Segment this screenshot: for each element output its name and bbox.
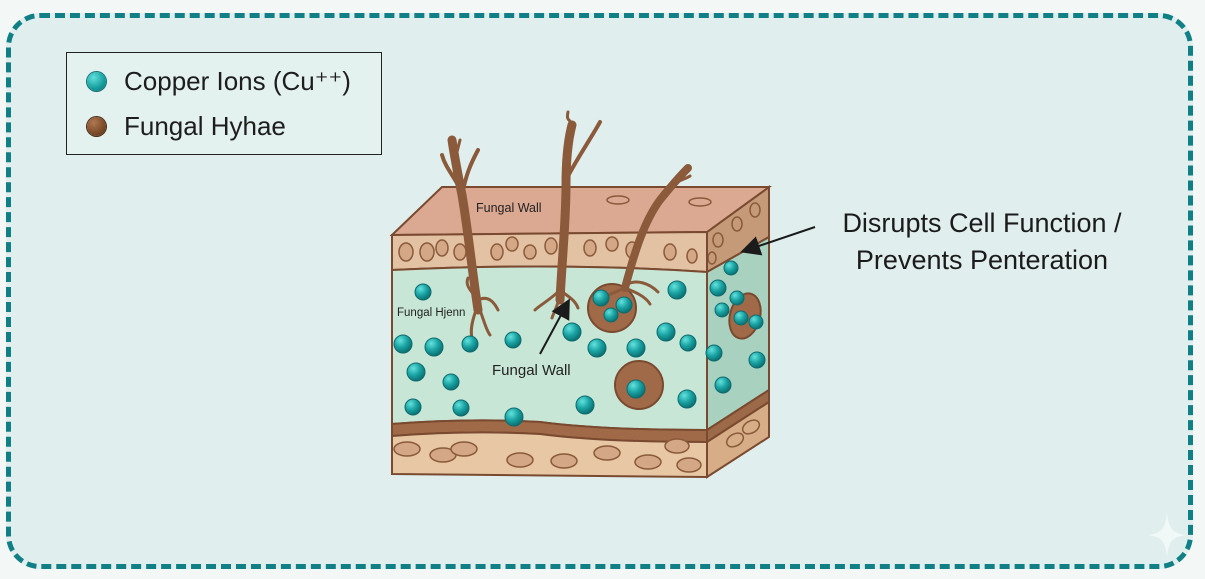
left-side-label: Fungal Hjenn [397, 307, 465, 319]
block-side-face [706, 185, 770, 479]
fungal-hyphae [440, 110, 692, 340]
sparkle-icon [1148, 513, 1186, 557]
legend: Copper Ions (Cu⁺⁺) Fungal Hyhae [66, 52, 382, 155]
legend-label: Copper Ions (Cu⁺⁺) [124, 66, 351, 96]
top-wall-label: Fungal Wall [476, 201, 542, 215]
callout-text: Disrupts Cell Function / Prevents Penter… [812, 205, 1152, 279]
legend-item-copper-ions: Copper Ions (Cu⁺⁺) [87, 66, 351, 97]
copper-ions [393, 260, 766, 427]
middle-wall-label: Fungal Wall [492, 362, 571, 379]
copper-ion-icon [87, 72, 106, 91]
legend-item-fungal-hyphae: Fungal Hyhae [87, 111, 286, 142]
callout-line-2: Prevents Penteration [855, 245, 1109, 275]
callout-line-1: Disrupts Cell Function / [842, 208, 1122, 238]
legend-label: Fungal Hyhae [124, 111, 286, 141]
block-top-face [389, 186, 773, 237]
callout-arrow [740, 226, 816, 256]
fungal-hyphae-icon [87, 117, 106, 136]
cell-ovals [393, 236, 702, 473]
fungal-wall-arrow [539, 298, 570, 355]
